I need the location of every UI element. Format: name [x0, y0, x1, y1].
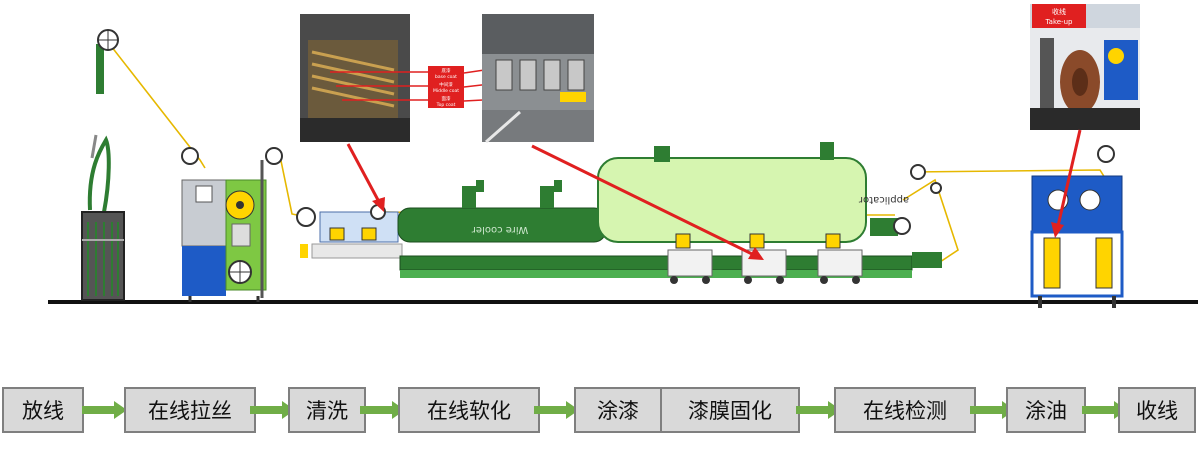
callout-arrows [346, 129, 1082, 260]
step-payoff: 放线 [2, 387, 84, 433]
photo-takeup: 收线 Take-up [1030, 4, 1140, 130]
flow-arrow-1 [82, 401, 127, 419]
annealing-unit [296, 204, 403, 259]
flow-arrow-4 [534, 401, 579, 419]
step-annealing: 在线软化 [398, 387, 540, 433]
flow-arrow-7 [1082, 401, 1127, 419]
flow-arrow-5 [796, 401, 841, 419]
step-drawing: 在线拉丝 [124, 387, 256, 433]
flow-arrow-6 [970, 401, 1015, 419]
step-curing: 漆膜固化 [660, 387, 800, 433]
flow-arrow-3 [360, 401, 405, 419]
takeup-cn: 收线 [1052, 7, 1066, 16]
drawing-machine [181, 147, 283, 302]
step-takeup: 收线 [1118, 387, 1196, 433]
payoff-stand [81, 29, 125, 301]
applicator-carts [667, 233, 863, 284]
step-inspection: 在线检测 [834, 387, 976, 433]
production-line-diagram: Wire cooler applicator [48, 4, 1198, 308]
coat-top-cn: 面漆 [442, 95, 451, 102]
coat-base-en: base coat [435, 74, 457, 80]
flow-arrow-2 [250, 401, 295, 419]
applicator-label: applicator [858, 194, 909, 205]
curing-oven: applicator [597, 142, 942, 243]
coat-middle-en: Middle coat [433, 88, 459, 94]
step-coating: 涂漆 [574, 387, 662, 433]
takeup-machine [1030, 145, 1124, 308]
step-cleaning: 清洗 [288, 387, 366, 433]
photo-applicator [482, 14, 594, 144]
coat-middle-cn: 中间漆 [439, 81, 453, 88]
wire-cooler-label: Wire cooler [471, 224, 528, 235]
coat-base-cn: 底漆 [442, 67, 451, 74]
step-oiling: 涂油 [1006, 387, 1086, 433]
wire-cooler: Wire cooler [397, 180, 607, 243]
coat-top-en: Top coat [436, 102, 456, 108]
photo-coating-die [300, 14, 430, 142]
takeup-en: Take-up [1045, 18, 1073, 26]
